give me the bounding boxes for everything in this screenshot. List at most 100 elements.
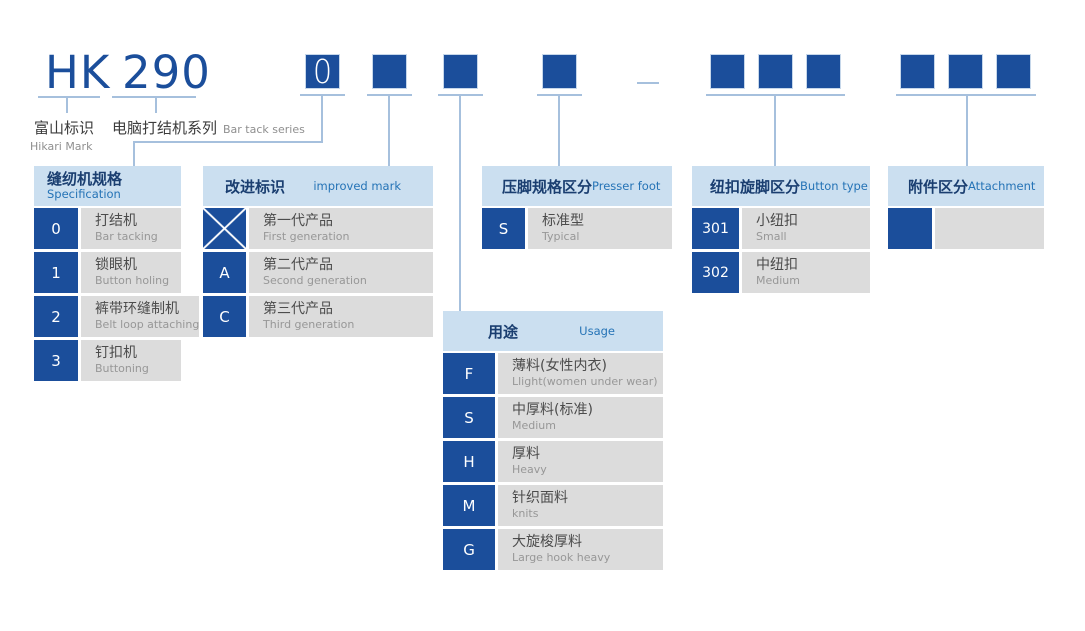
row-key: 2 — [34, 296, 78, 337]
row-value: 锁眼机 Button holing — [81, 252, 181, 293]
number-tick-line — [155, 97, 157, 113]
row-label-zh: 锁眼机 — [95, 256, 137, 273]
connector-spec-drop — [133, 141, 135, 166]
code-box-usage — [443, 54, 478, 89]
code-digit-box: 0 — [305, 54, 340, 89]
series-label-en: Bar tack series — [223, 123, 305, 136]
row-label-en: Medium — [512, 419, 556, 433]
table-title-en: Specification — [47, 187, 121, 202]
series-label-zh: 电脑打结机系列 — [112, 119, 218, 137]
table-row: M 针织面料 knits — [443, 485, 663, 526]
row-value: 标准型 Typical — [528, 208, 672, 249]
row-label-en: Heavy — [512, 463, 547, 477]
row-label-en: Belt loop attaching — [95, 318, 200, 332]
row-label-zh: 大旋梭厚料 — [512, 533, 582, 550]
brand-underline — [38, 96, 100, 98]
table-header: 压脚规格区分 Presser foot — [482, 166, 672, 206]
row-value: 第一代产品 First generation — [249, 208, 433, 249]
row-key: A — [203, 252, 246, 293]
row-key — [888, 208, 932, 249]
row-label-zh: 针织面料 — [512, 489, 568, 506]
table-row: 0 打结机 Bar tacking — [34, 208, 181, 249]
row-label-en: Button holing — [95, 274, 170, 288]
table-row — [888, 208, 1044, 249]
row-label-en: Small — [756, 230, 787, 244]
row-label-zh: 小纽扣 — [756, 212, 798, 229]
table-header: 附件区分 Attachment — [888, 166, 1044, 206]
table-row: 2 裤带环缝制机 Belt loop attaching — [34, 296, 200, 337]
model-number: 290 — [122, 46, 211, 99]
table-title-zh: 缝纫机规格 — [47, 170, 123, 189]
table-header: 缝纫机规格 Specification — [34, 166, 181, 206]
code-box-improved — [372, 54, 407, 89]
table-title-zh: 压脚规格区分 — [502, 177, 593, 196]
row-label-en: Buttoning — [95, 362, 149, 376]
table-row: G 大旋梭厚料 Large hook heavy — [443, 529, 663, 570]
model-brand: HK — [45, 46, 111, 99]
table-title-zh: 纽扣旋脚区分 — [710, 177, 801, 196]
table-row: H 厚料 Heavy — [443, 441, 663, 482]
row-value: 钉扣机 Buttoning — [81, 340, 181, 381]
connector-spec-vertical — [321, 95, 323, 143]
row-label-en: Second generation — [263, 274, 367, 288]
code-box-button-3 — [806, 54, 841, 89]
row-label-en: Third generation — [263, 318, 355, 332]
row-value: 中厚料(标准) Medium — [498, 397, 663, 438]
table-title-zh: 附件区分 — [908, 177, 969, 196]
row-label-en: knits — [512, 507, 539, 521]
row-label-zh: 第三代产品 — [263, 300, 333, 317]
code-box-button-1 — [710, 54, 745, 89]
table-header: 用途 Usage — [443, 311, 663, 351]
row-key: 0 — [34, 208, 78, 249]
table-attachment: 附件区分 Attachment — [888, 166, 1044, 252]
table-title-zh: 改进标识 — [225, 177, 286, 196]
row-value: 小纽扣 Small — [742, 208, 870, 249]
row-label-zh: 裤带环缝制机 — [95, 300, 179, 317]
row-value: 大旋梭厚料 Large hook heavy — [498, 529, 663, 570]
row-value: 第二代产品 Second generation — [249, 252, 433, 293]
row-key: 1 — [34, 252, 78, 293]
table-row: A 第二代产品 Second generation — [203, 252, 433, 293]
row-label-en: Llight(women under wear) — [512, 375, 658, 389]
row-label-en: Bar tacking — [95, 230, 158, 244]
row-value: 中纽扣 Medium — [742, 252, 870, 293]
row-key: 3 — [34, 340, 78, 381]
row-label-zh: 第一代产品 — [263, 212, 333, 229]
row-label-zh: 中厚料(标准) — [512, 401, 593, 418]
number-underline — [112, 96, 196, 98]
row-label-en: Typical — [542, 230, 580, 244]
table-row: S 中厚料(标准) Medium — [443, 397, 663, 438]
connector-attachment-line — [966, 95, 968, 166]
code-box-attachment-2 — [948, 54, 983, 89]
connector-usage-line — [459, 95, 461, 311]
table-title-en: Attachment — [968, 179, 1036, 193]
table-title-en: Usage — [579, 324, 615, 338]
row-label-zh: 中纽扣 — [756, 256, 798, 273]
row-key: S — [482, 208, 525, 249]
row-value: 第三代产品 Third generation — [249, 296, 433, 337]
table-button-type: 纽扣旋脚区分 Button type 301 小纽扣 Small 302 中纽扣… — [692, 166, 870, 296]
table-row: 302 中纽扣 Medium — [692, 252, 870, 293]
row-label-zh: 打结机 — [95, 212, 137, 229]
table-header: 改进标识 improved mark — [203, 166, 433, 206]
row-value: 裤带环缝制机 Belt loop attaching — [81, 296, 200, 337]
table-header: 纽扣旋脚区分 Button type — [692, 166, 870, 206]
row-label-zh: 第二代产品 — [263, 256, 333, 273]
connector-button-line — [774, 95, 776, 166]
row-label-en: Medium — [756, 274, 800, 288]
row-label-zh: 钉扣机 — [95, 344, 137, 361]
brand-label-en: Hikari Mark — [30, 140, 93, 153]
table-title-en: improved mark — [313, 179, 401, 193]
row-key: F — [443, 353, 495, 394]
row-value: 厚料 Heavy — [498, 441, 663, 482]
row-key: 302 — [692, 252, 739, 293]
table-title-en: Presser foot — [592, 179, 661, 193]
code-digit: 0 — [312, 52, 333, 91]
connector-improved-line — [388, 95, 390, 166]
table-row: F 薄料(女性内衣) Llight(women under wear) — [443, 353, 663, 394]
row-key: C — [203, 296, 246, 337]
row-key: M — [443, 485, 495, 526]
table-improved-mark: 改进标识 improved mark 第一代产品 First generatio… — [203, 166, 433, 340]
table-usage: 用途 Usage F 薄料(女性内衣) Llight(women under w… — [443, 311, 663, 573]
